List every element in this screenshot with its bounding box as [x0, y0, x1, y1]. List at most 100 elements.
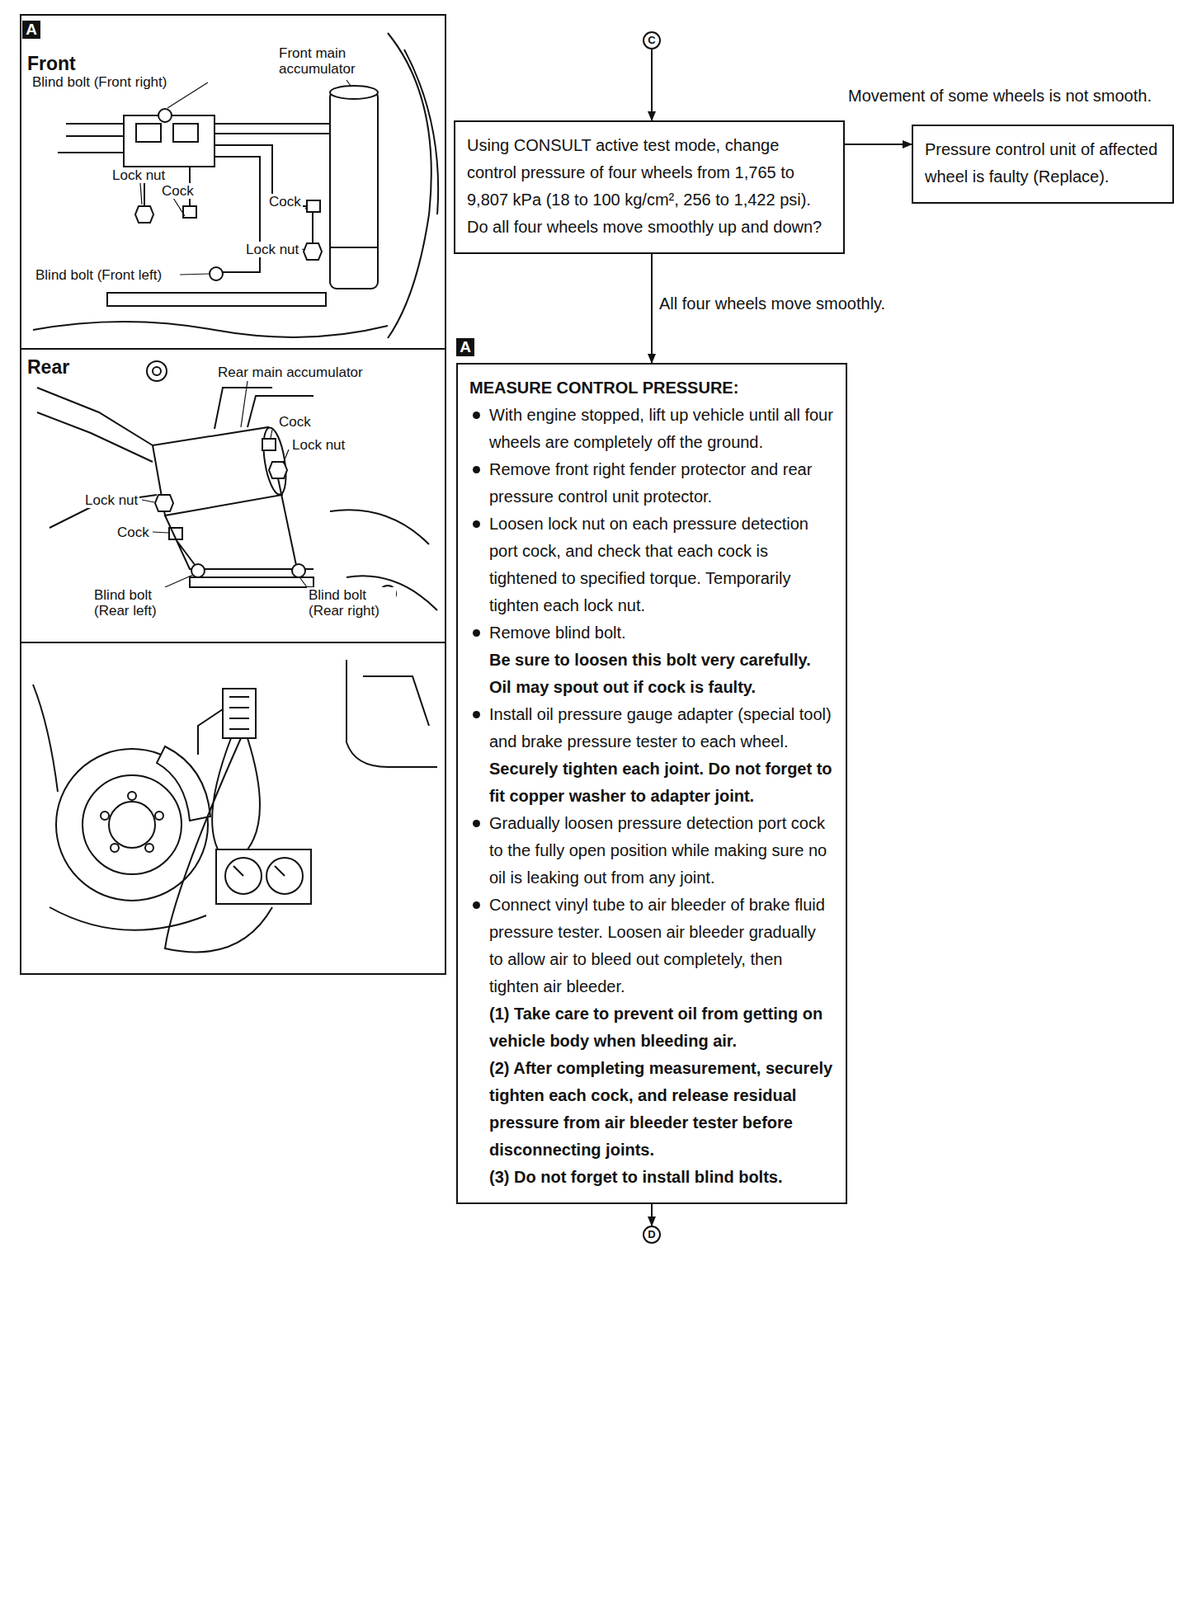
- accumulator-cap: [330, 85, 378, 99]
- box-text: D: [644, 1227, 660, 1243]
- section-marker: A: [456, 338, 475, 357]
- blind-bolt-front-right: [158, 108, 172, 123]
- bullet-dot: [472, 466, 481, 474]
- gauge-view: [33, 660, 438, 953]
- view-title: Rear: [25, 356, 71, 378]
- bullet-item: Connect vinyl tube to air bleeder of bra…: [469, 891, 835, 1001]
- bullet-text: Connect vinyl tube to air bleeder of bra…: [489, 895, 825, 996]
- section-marker: A: [22, 20, 41, 39]
- front-leaders: [140, 80, 351, 275]
- leader-line: [240, 381, 248, 428]
- part-label: Blind bolt (Front left): [33, 267, 164, 283]
- view-title: Front: [25, 52, 78, 75]
- bullet-dot: [472, 520, 481, 528]
- leader-line: [270, 429, 273, 439]
- part-label: Lock nut: [244, 241, 301, 258]
- leader-line: [179, 273, 209, 275]
- caliper: [156, 746, 211, 821]
- pipes: [37, 387, 157, 528]
- bullet-text: With engine stopped, lift up vehicle unt…: [489, 405, 834, 452]
- part-label: Rear main accumulator: [216, 364, 365, 381]
- gauge-needle: [274, 866, 285, 877]
- blind-bolt-front-left: [209, 267, 223, 281]
- gauge-needle: [233, 866, 244, 877]
- box-heading: MEASURE CONTROL PRESSURE:: [469, 374, 835, 402]
- part-label: Cock: [115, 524, 151, 541]
- flow-arrow: [650, 1204, 653, 1226]
- part-label: Cock: [267, 193, 303, 210]
- pipes: [214, 387, 314, 429]
- accumulator-end: [259, 426, 291, 497]
- fitting: [146, 361, 167, 382]
- bullet-text: Gradually loosen pressure detection port…: [489, 814, 827, 887]
- lug-hole: [145, 843, 154, 853]
- brake-pipe: [198, 709, 223, 755]
- bullet-text: Install oil pressure gauge adapter (spec…: [489, 705, 832, 751]
- edge-label: Movement of some wheels is not smooth.: [845, 83, 1165, 109]
- box-text: Pressure control unit of affected wheel …: [924, 136, 1161, 191]
- leader-line: [301, 249, 306, 250]
- lug-hole: [110, 843, 119, 853]
- blind-bolt-rear-right: [292, 564, 306, 578]
- disc-hub: [82, 775, 182, 875]
- bullet-dot: [472, 901, 481, 910]
- hub-center: [108, 801, 156, 849]
- front-main-accumulator: [330, 90, 378, 289]
- panel-divider: [20, 348, 446, 350]
- part-label: Cock: [160, 183, 196, 199]
- lock-nut: [268, 462, 288, 479]
- numbered-note: (2) After completing measurement, secure…: [469, 1055, 835, 1165]
- flow-arrow: [650, 49, 653, 121]
- gauge-dial: [225, 858, 262, 895]
- bracket: [189, 577, 314, 588]
- leader-line: [141, 499, 155, 503]
- pressure-control-unit: [222, 688, 256, 739]
- part-label: Cock: [277, 414, 313, 430]
- fender-curve: [404, 49, 439, 215]
- tester-hoses: [165, 738, 273, 953]
- leader-line: [165, 575, 194, 588]
- connector-circle: C: [642, 31, 661, 50]
- leader-line: [305, 207, 307, 210]
- bullet-text: Remove blind bolt.: [489, 623, 627, 642]
- bullet-dot: [472, 820, 481, 828]
- front-valve-block: [123, 115, 215, 167]
- bullet-item: With engine stopped, lift up vehicle unt…: [469, 401, 835, 457]
- process-box: Pressure control unit of affected wheel …: [911, 124, 1174, 204]
- blind-bolt-rear-left: [191, 564, 205, 578]
- gauge-dial: [266, 858, 303, 895]
- leader-line: [173, 198, 185, 217]
- leader-line: [167, 82, 208, 109]
- box-text: Using CONSULT active test mode, change c…: [466, 132, 832, 241]
- bullet-dot: [472, 629, 481, 637]
- flow-arrow: [650, 254, 653, 363]
- leader-line: [300, 578, 307, 588]
- bullet-dot: [472, 711, 481, 719]
- bullet-item: Loosen lock nut on each pressure detecti…: [469, 510, 835, 620]
- bullet-item: Gradually loosen pressure detection port…: [469, 810, 835, 892]
- part-label: Lock nut: [83, 492, 140, 509]
- part-label: Front main accumulator: [277, 45, 378, 77]
- pipes: [214, 123, 330, 273]
- pipes: [57, 123, 124, 153]
- lock-nut: [155, 495, 174, 512]
- lock-nut: [135, 206, 154, 223]
- bullet-item: Install oil pressure gauge adapter (spec…: [469, 701, 835, 756]
- bullet-item: Remove blind bolt.: [469, 619, 835, 647]
- lug-hole: [127, 792, 137, 801]
- lug-hole: [155, 811, 164, 821]
- fender-curve: [387, 33, 432, 339]
- pipes: [165, 478, 314, 570]
- cock: [306, 200, 321, 213]
- valve: [136, 123, 161, 142]
- caution-note: Be sure to loosen this bolt very careful…: [469, 646, 835, 702]
- box-text: C: [644, 33, 660, 48]
- bullet-text: Remove front right fender protector and …: [489, 460, 812, 506]
- bracket: [107, 292, 326, 307]
- numbered-note: (1) Take care to prevent oil from gettin…: [469, 1000, 835, 1056]
- panel-divider: [20, 641, 446, 644]
- brake-pressure-tester: [216, 849, 312, 905]
- edge-label: All four wheels move smoothly.: [656, 291, 888, 316]
- body-line: [33, 321, 388, 338]
- fitting: [152, 367, 161, 376]
